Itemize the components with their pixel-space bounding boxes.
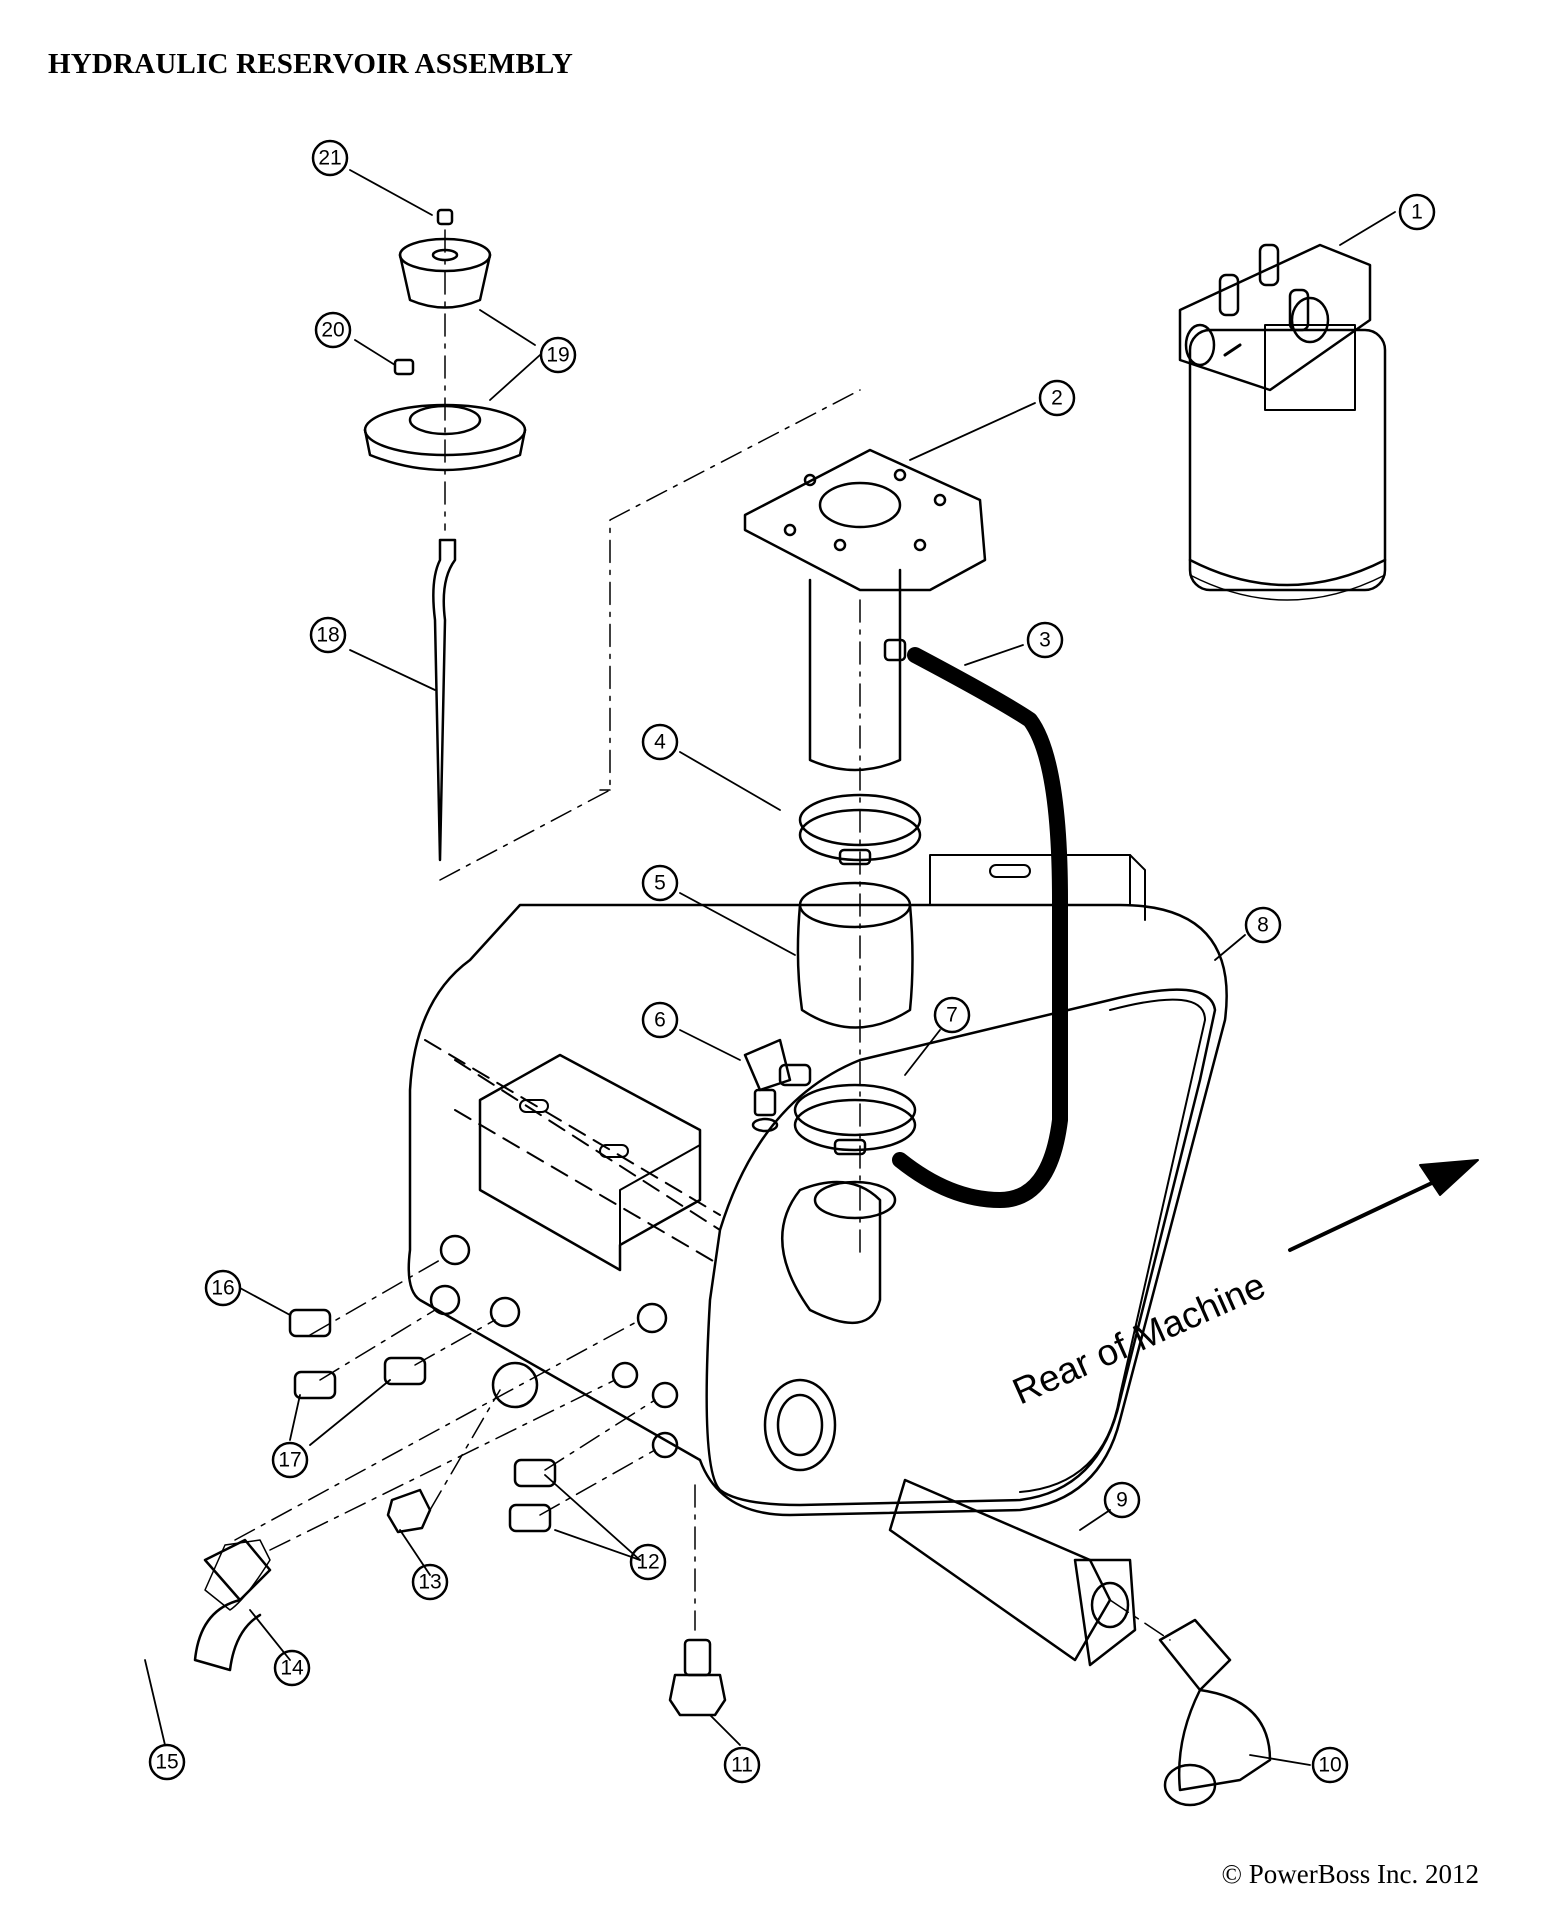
callout-18: 18 — [309, 616, 347, 654]
elbow-fittings-left — [193, 1538, 272, 1672]
callout-7: 7 — [933, 996, 971, 1034]
svg-text:20: 20 — [321, 319, 344, 342]
svg-text:13: 13 — [418, 1571, 441, 1594]
hose-coupler — [796, 881, 914, 1029]
callout-15: 15 — [148, 1743, 186, 1781]
callout-6: 6 — [641, 1001, 679, 1039]
filter-mount-plate — [743, 448, 987, 772]
svg-text:10: 10 — [1318, 1754, 1341, 1777]
suction-strainer — [763, 1378, 1137, 1667]
svg-text:5: 5 — [654, 872, 666, 895]
svg-text:16: 16 — [211, 1277, 234, 1300]
svg-text:18: 18 — [316, 624, 339, 647]
svg-text:21: 21 — [318, 147, 341, 170]
svg-text:19: 19 — [546, 344, 569, 367]
elbow-fitting-large — [1158, 1618, 1272, 1807]
straight-fittings — [288, 1308, 557, 1534]
svg-text:3: 3 — [1039, 629, 1051, 652]
callout-16: 16 — [204, 1269, 242, 1307]
callout-17: 17 — [271, 1441, 309, 1479]
tank-mounting-bracket — [478, 1053, 702, 1272]
svg-text:17: 17 — [278, 1449, 301, 1472]
callout-2: 2 — [1038, 379, 1076, 417]
callout-1: 1 — [1398, 193, 1436, 231]
callout-5: 5 — [641, 864, 679, 902]
callout-13: 13 — [411, 1563, 449, 1601]
callout-8: 8 — [1244, 906, 1282, 944]
hose-clamp-lower — [793, 1083, 917, 1156]
callout-21: 21 — [311, 139, 349, 177]
svg-text:4: 4 — [654, 731, 666, 754]
callout-4: 4 — [641, 723, 679, 761]
svg-text:15: 15 — [155, 1751, 178, 1774]
elbow-fitting-small — [743, 1038, 812, 1133]
callout-19: 19 — [539, 336, 577, 374]
svg-text:11: 11 — [731, 1754, 753, 1777]
callout-20: 20 — [314, 311, 352, 349]
svg-text:2: 2 — [1051, 387, 1063, 410]
callout-12: 12 — [629, 1543, 667, 1581]
page-title: HYDRAULIC RESERVOIR ASSEMBLY — [48, 48, 574, 80]
assembly-centerlines — [234, 229, 1171, 1641]
svg-text:8: 8 — [1257, 914, 1269, 937]
breather-hose — [892, 647, 1068, 1208]
svg-text:7: 7 — [946, 1004, 958, 1027]
svg-text:14: 14 — [280, 1657, 304, 1680]
tank-port-fittings — [429, 1234, 679, 1459]
filter-assembly — [1178, 243, 1387, 601]
callout-3: 3 — [1026, 621, 1064, 659]
leader-lines — [144, 169, 1396, 1766]
svg-text:9: 9 — [1116, 1489, 1128, 1512]
rear-of-machine-label: Rear of Machine — [1007, 1264, 1272, 1412]
callout-11: 11 — [723, 1746, 761, 1784]
reservoir-tank — [407, 854, 1228, 1517]
callout-14: 14 — [273, 1649, 311, 1687]
svg-text:1: 1 — [1411, 201, 1423, 224]
svg-text:12: 12 — [636, 1551, 659, 1574]
drain-plug — [668, 1638, 727, 1717]
callout-9: 9 — [1103, 1481, 1141, 1519]
rear-of-machine-arrow — [1288, 1159, 1479, 1252]
callout-10: 10 — [1311, 1746, 1349, 1784]
dipstick — [432, 538, 457, 862]
copyright-notice: © PowerBoss Inc. 2012 — [1221, 1859, 1479, 1889]
svg-text:6: 6 — [654, 1009, 666, 1032]
